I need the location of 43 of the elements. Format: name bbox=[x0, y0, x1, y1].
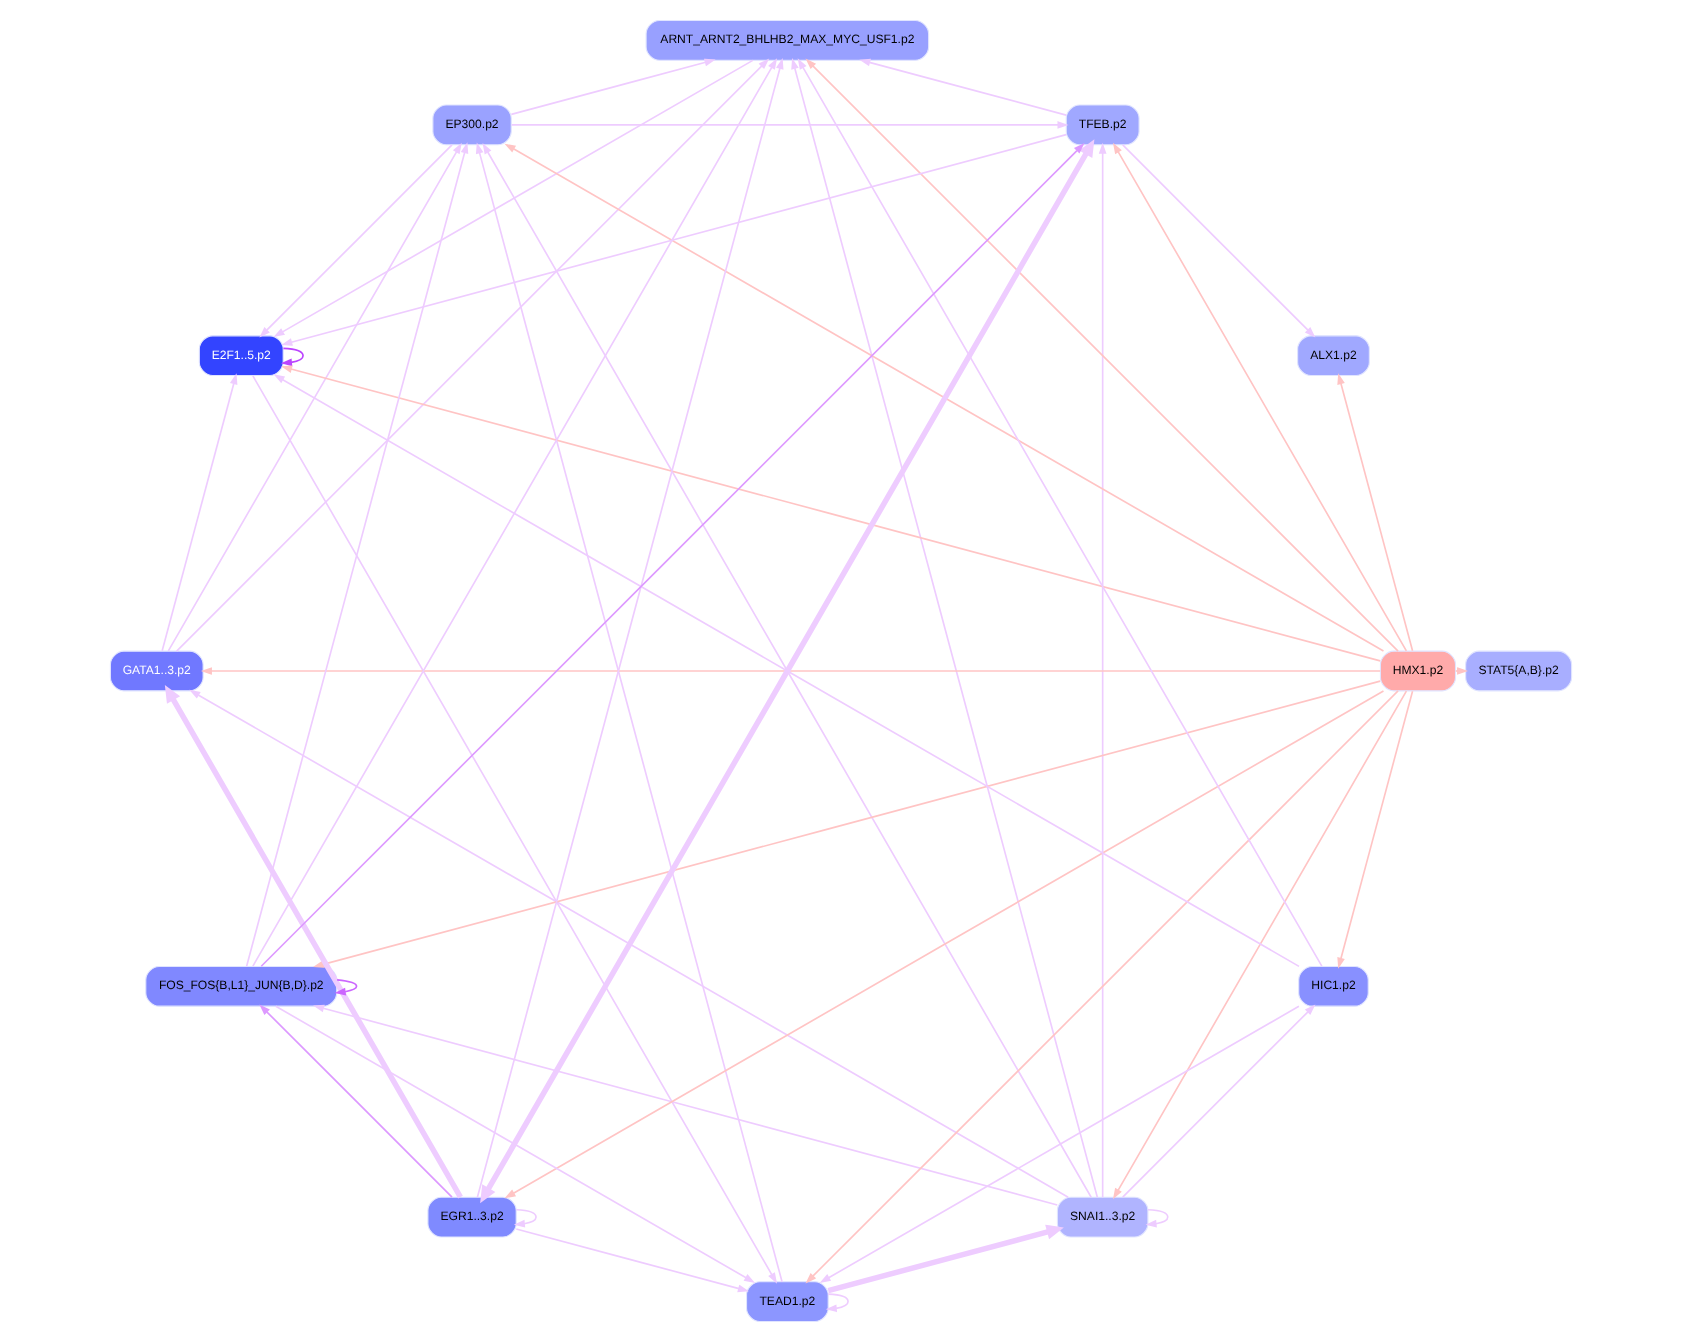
arrow bbox=[1337, 373, 1414, 652]
arrow bbox=[504, 690, 1385, 1199]
arrow bbox=[260, 143, 1085, 968]
arrow bbox=[275, 1005, 756, 1283]
arrow bbox=[515, 1228, 749, 1293]
arrow bbox=[281, 365, 1381, 662]
arrow bbox=[827, 1224, 1064, 1294]
arrow bbox=[281, 133, 1068, 346]
arrow bbox=[1112, 690, 1408, 1200]
arrow bbox=[510, 58, 716, 116]
arrow bbox=[252, 375, 778, 1284]
arrow bbox=[819, 1005, 1300, 1283]
arrow bbox=[273, 374, 1300, 968]
arrow bbox=[164, 685, 463, 1199]
arrow bbox=[313, 1004, 1059, 1206]
arrow bbox=[510, 121, 1069, 129]
arrow bbox=[504, 143, 1385, 652]
arrow bbox=[167, 142, 462, 652]
arrow bbox=[161, 373, 238, 652]
arrow bbox=[259, 144, 453, 338]
arrow bbox=[797, 58, 1323, 967]
arrow bbox=[1121, 144, 1316, 338]
arrow bbox=[189, 689, 1069, 1199]
arrow bbox=[252, 58, 778, 967]
arrow bbox=[825, 1293, 849, 1313]
arrow bbox=[805, 690, 1399, 1284]
arrow bbox=[805, 58, 1399, 652]
arrow bbox=[245, 142, 469, 968]
arrow bbox=[1098, 142, 1107, 1199]
arrow bbox=[175, 58, 770, 652]
arrow bbox=[334, 979, 358, 996]
arrow bbox=[280, 347, 304, 367]
arrow bbox=[859, 58, 1067, 116]
arrow bbox=[200, 667, 1382, 675]
arrow bbox=[1121, 1004, 1316, 1198]
arrow bbox=[513, 1208, 537, 1228]
arrow bbox=[259, 1004, 453, 1198]
arrow bbox=[1337, 690, 1414, 969]
arrow bbox=[273, 59, 754, 338]
arrow bbox=[1112, 142, 1408, 652]
arrow bbox=[313, 680, 1381, 968]
arrow bbox=[791, 58, 1099, 1198]
arrow bbox=[1145, 1208, 1169, 1228]
